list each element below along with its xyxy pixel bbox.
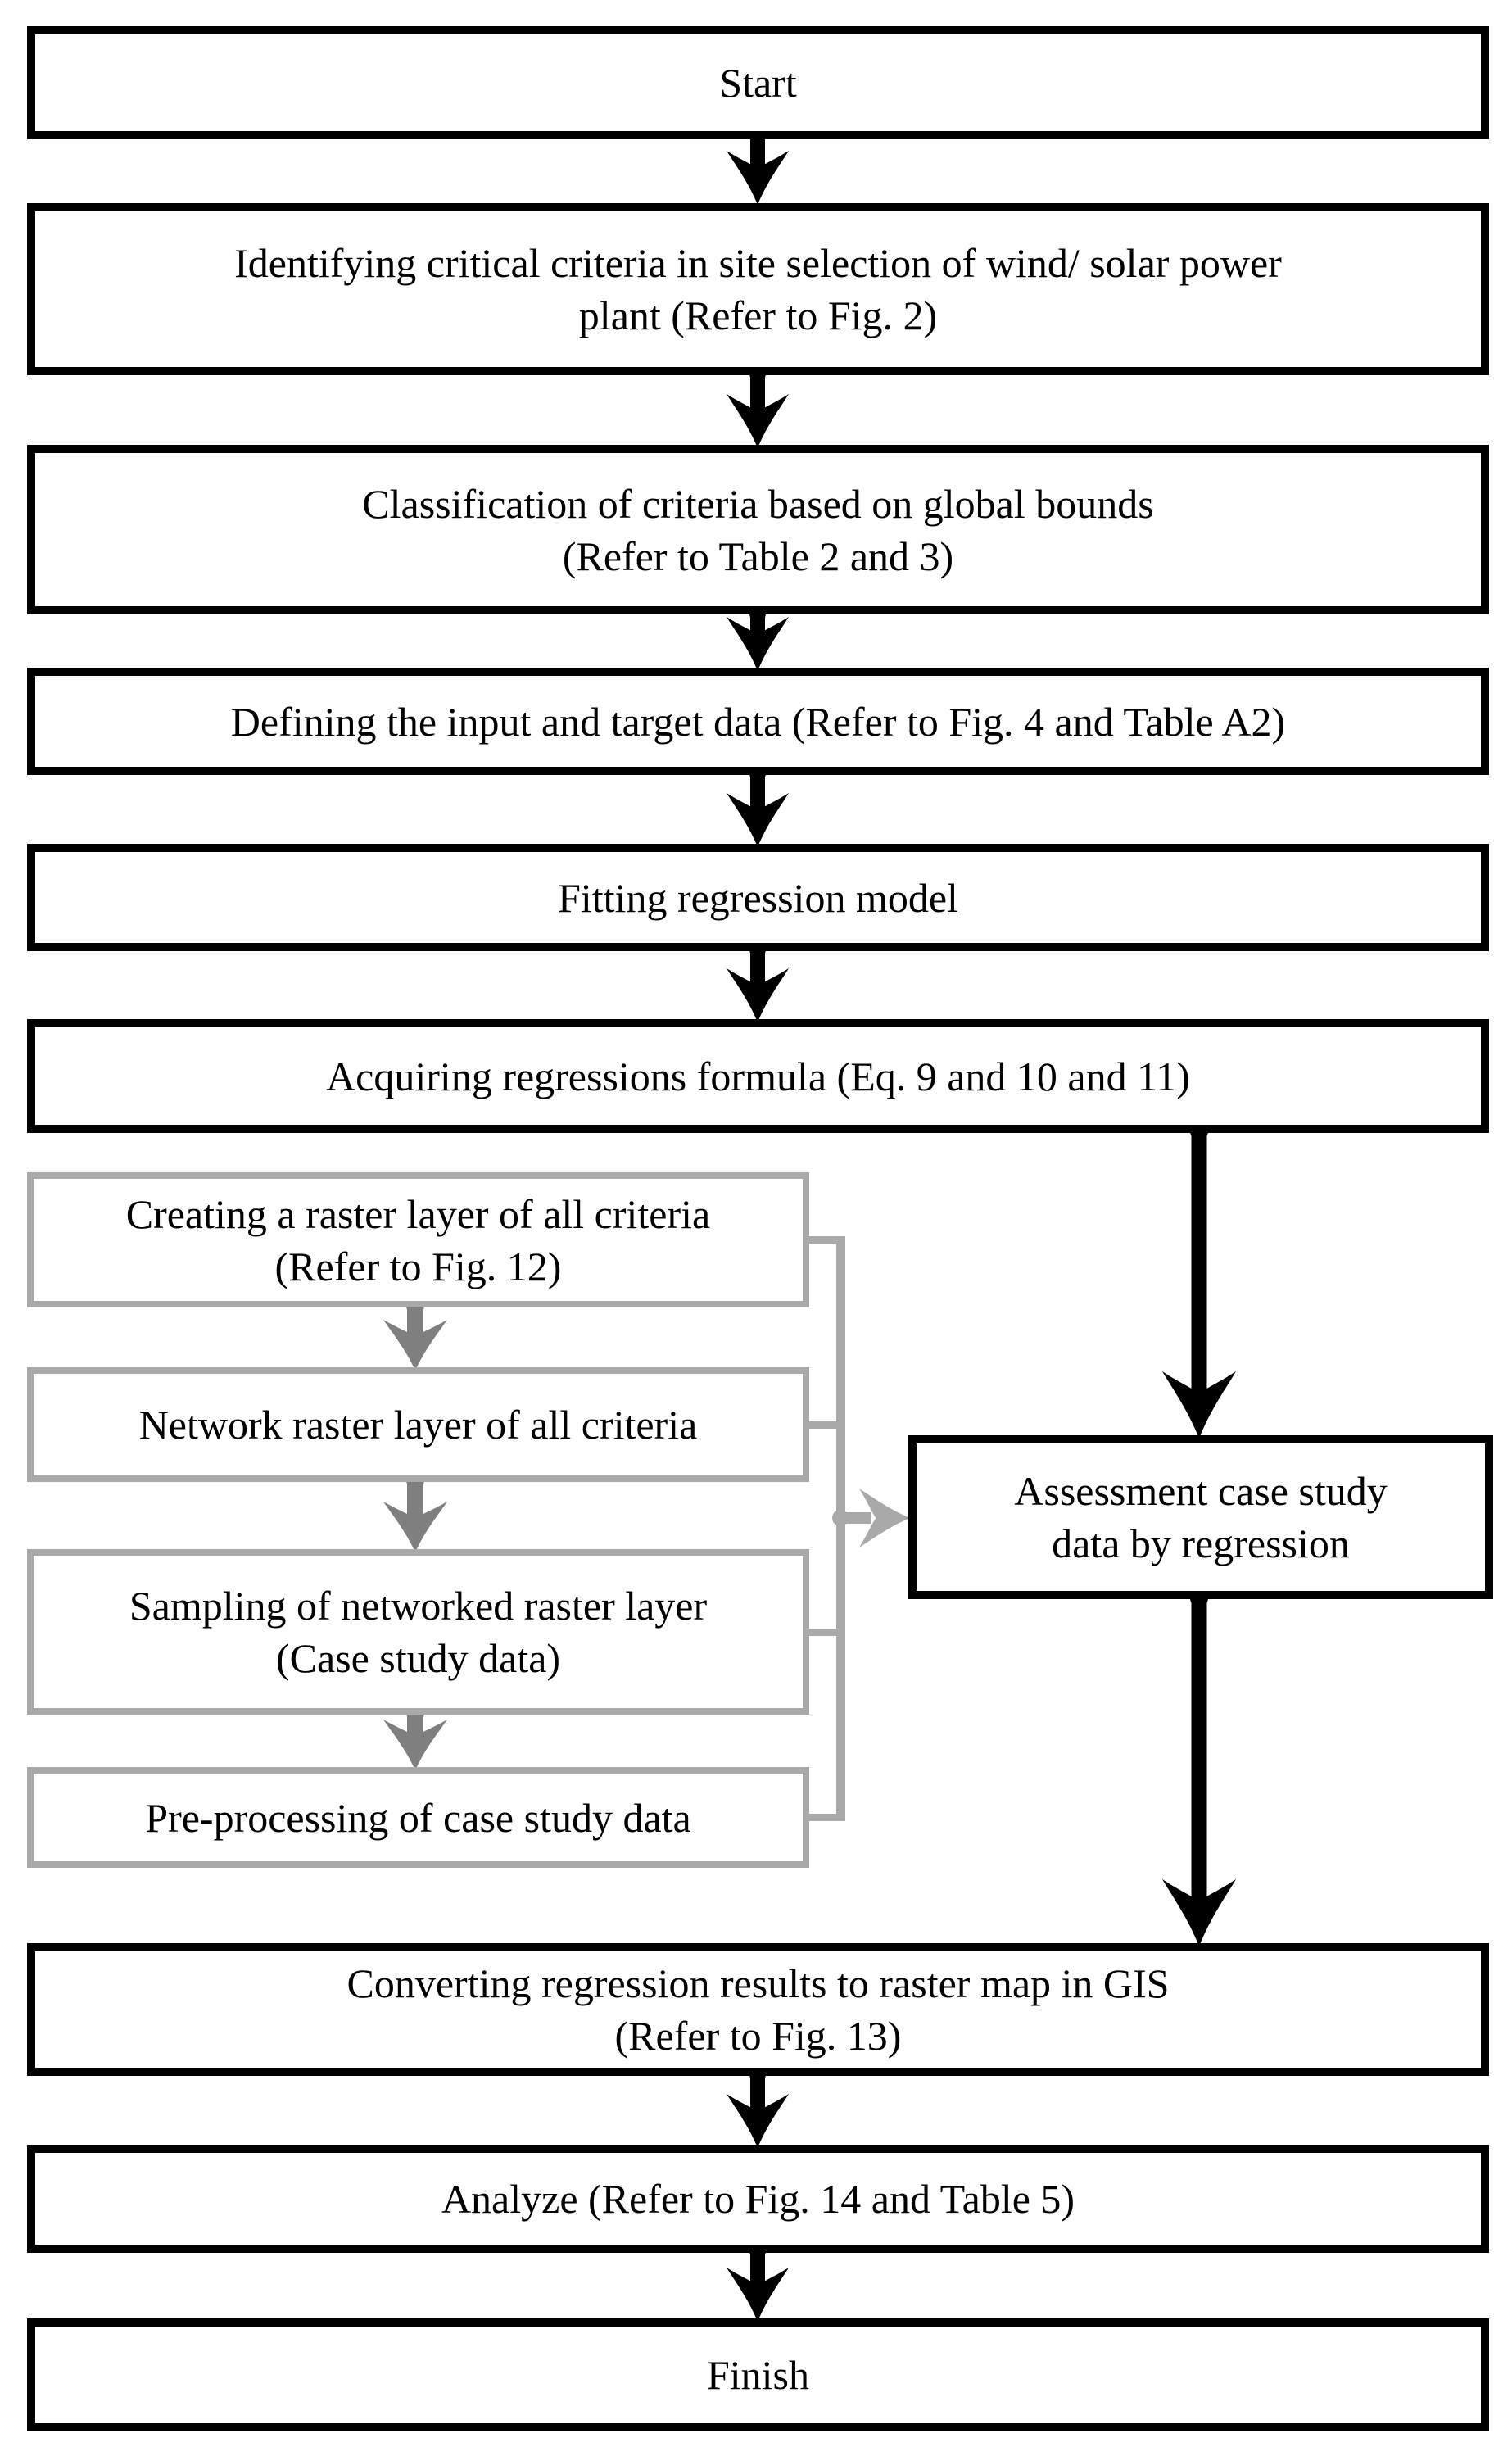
node-assessment-line1: Assessment case study	[1014, 1468, 1388, 1514]
node-preprocessing-line1: Pre-processing of case study data	[145, 1794, 691, 1841]
node-finish: Finish	[27, 2318, 1489, 2431]
node-converting-line1: Converting regression results to raster …	[346, 1960, 1170, 2006]
node-fitting-line1: Fitting regression model	[558, 874, 958, 921]
node-assessment-line2: data by regression	[1052, 1520, 1350, 1566]
node-defining-data: Defining the input and target data (Refe…	[27, 668, 1489, 775]
node-creating-line1: Creating a raster layer of all criteria	[125, 1190, 711, 1237]
node-identifying-line1: Identifying critical criteria in site se…	[234, 240, 1282, 286]
node-assessment-by-regression: Assessment case study data by regression	[908, 1435, 1493, 1599]
node-creating-line2: (Refer to Fig. 12)	[274, 1243, 562, 1289]
node-converting-to-raster-map: Converting regression results to raster …	[27, 1943, 1489, 2076]
node-converting-line2: (Refer to Fig. 13)	[614, 2013, 902, 2059]
node-classification-line2: (Refer to Table 2 and 3)	[562, 532, 954, 579]
node-analyze-line1: Analyze (Refer to Fig. 14 and Table 5)	[441, 2176, 1075, 2222]
node-classification: Classification of criteria based on glob…	[27, 445, 1489, 614]
node-identifying-criteria: Identifying critical criteria in site se…	[27, 203, 1489, 375]
node-network-raster-layer: Network raster layer of all criteria	[27, 1367, 809, 1482]
node-defining-line1: Defining the input and target data (Refe…	[230, 698, 1286, 745]
node-acquiring-formula: Acquiring regressions formula (Eq. 9 and…	[27, 1019, 1489, 1133]
node-network-line1: Network raster layer of all criteria	[138, 1402, 698, 1448]
node-classification-line1: Classification of criteria based on glob…	[362, 480, 1154, 527]
node-preprocessing: Pre-processing of case study data	[27, 1767, 809, 1868]
node-analyze: Analyze (Refer to Fig. 14 and Table 5)	[27, 2145, 1489, 2253]
node-creating-raster-layer: Creating a raster layer of all criteria …	[27, 1172, 809, 1307]
node-identifying-line2: plant (Refer to Fig. 2)	[578, 292, 938, 338]
node-sampling-line2: (Case study data)	[275, 1635, 561, 1681]
node-sampling-raster-layer: Sampling of networked raster layer (Case…	[27, 1549, 809, 1715]
node-fitting-regression: Fitting regression model	[27, 844, 1489, 951]
node-start-label: Start	[719, 60, 797, 106]
node-finish-label: Finish	[706, 2352, 810, 2398]
node-start: Start	[27, 26, 1489, 139]
node-acquiring-line1: Acquiring regressions formula (Eq. 9 and…	[326, 1053, 1190, 1099]
node-sampling-line1: Sampling of networked raster layer	[129, 1583, 708, 1629]
